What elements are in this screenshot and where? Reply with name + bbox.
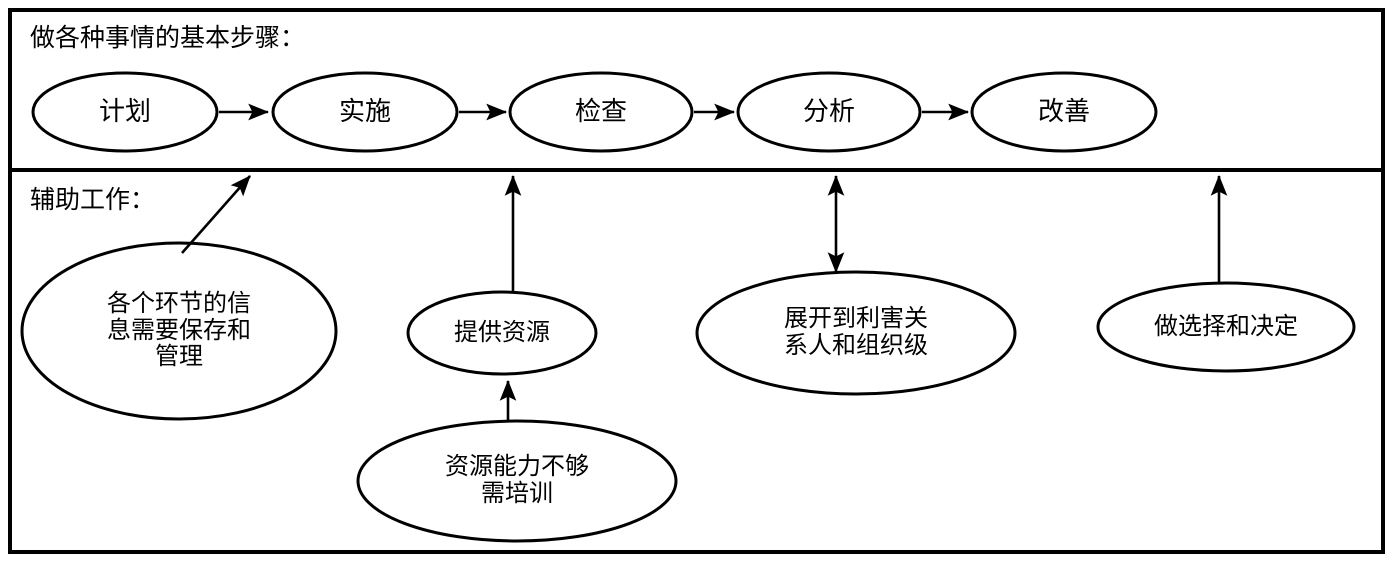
connector-info-management-to-steps [181,175,251,254]
support-work-caption: 辅助工作： [30,187,156,214]
node-info-management[interactable] [20,241,338,421]
node-plan[interactable] [31,71,219,153]
node-resource-training[interactable] [356,419,678,543]
node-check[interactable] [508,71,694,153]
node-improve[interactable] [970,71,1158,153]
node-stakeholder[interactable] [695,270,1017,396]
node-execute[interactable] [271,71,459,153]
node-analyze[interactable] [736,71,922,153]
diagram-outer-frame [8,8,1385,554]
node-provide-resource[interactable] [406,290,598,376]
node-decision[interactable] [1096,281,1356,373]
main-steps-caption: 做各种事情的基本步骤： [30,25,306,52]
